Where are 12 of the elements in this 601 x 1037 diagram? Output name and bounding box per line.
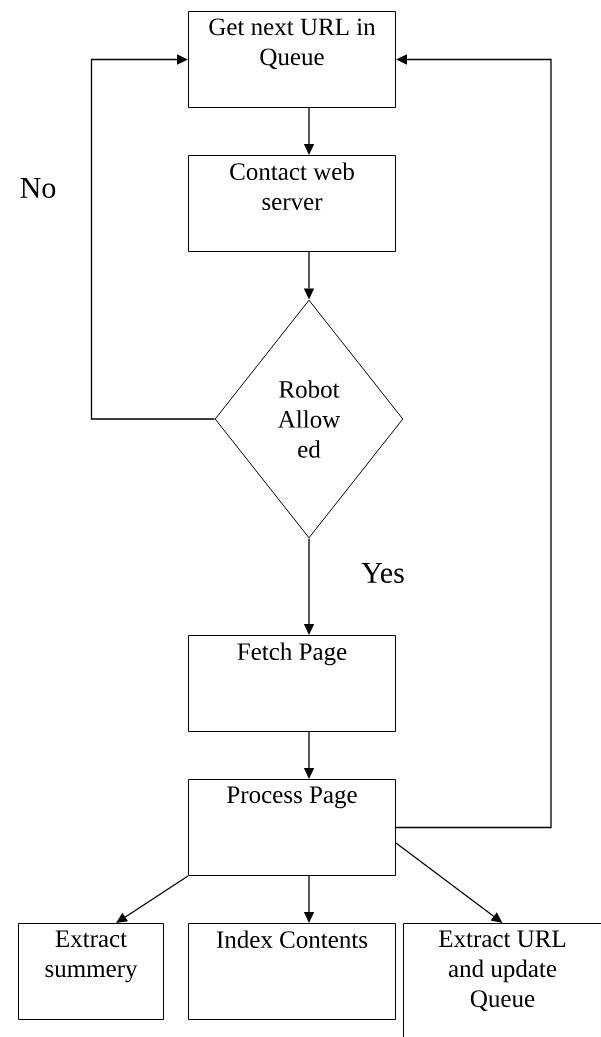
process-box: Extract summery [18,923,164,1020]
arrow [90,54,216,420]
arrow [395,54,552,829]
edge-label: Yes [360,562,406,584]
process-box: Fetch Page [188,635,396,732]
edge-label: No [18,177,58,199]
arrow [116,875,189,923]
process-box: Extract URL and update Queue [403,923,601,1037]
process-box: Process Page [188,779,396,876]
process-box: Get next URL in Queue [188,11,396,108]
process-box: Contact web server [188,155,396,252]
process-box: Index Contents [188,923,396,1020]
